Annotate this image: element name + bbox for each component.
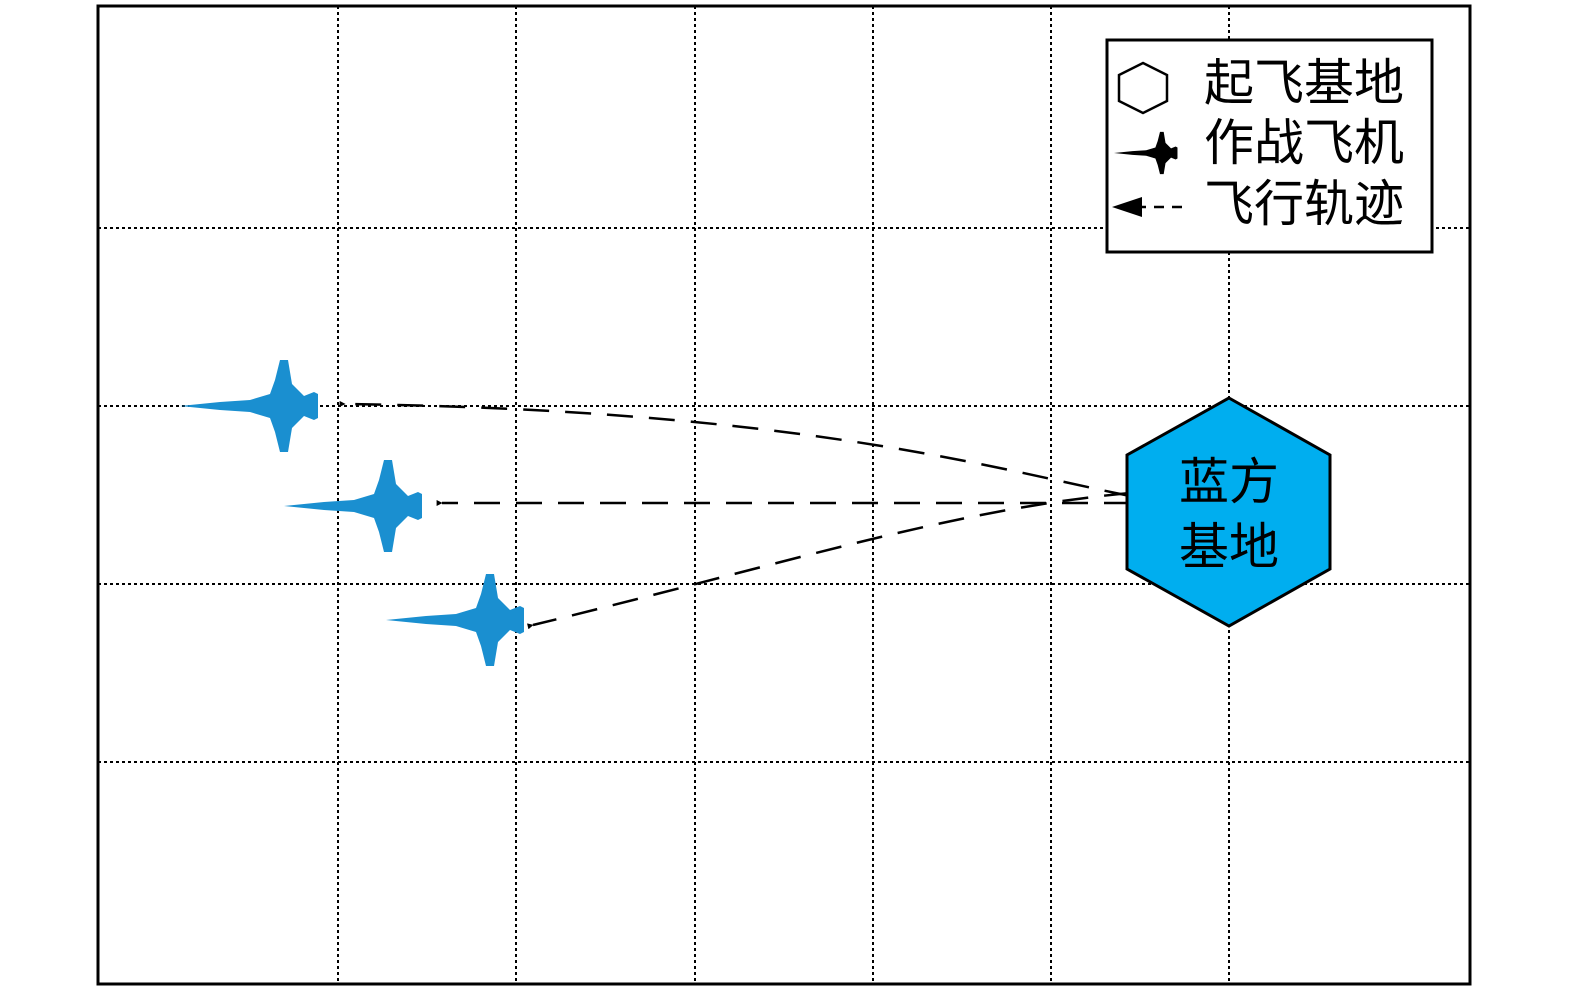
fighter-jet-icon bbox=[284, 460, 422, 552]
legend-label-track: 飞行轨迹 bbox=[1204, 175, 1404, 233]
plot-frame bbox=[96, 4, 1472, 986]
blue-base: 蓝方 基地 bbox=[1125, 396, 1332, 628]
dashed-arrow-icon bbox=[1112, 197, 1190, 217]
flight-tracks bbox=[339, 400, 1131, 630]
flight-track-1 bbox=[339, 400, 1131, 498]
fighter-jet-icon bbox=[180, 360, 318, 452]
hexagon-icon bbox=[1117, 61, 1169, 115]
legend: 起飞基地 作战飞机 飞行轨迹 bbox=[1105, 38, 1434, 254]
base-label-line2: 基地 bbox=[1179, 518, 1279, 576]
base-hexagon bbox=[1125, 396, 1332, 628]
fighter-jet-icon bbox=[386, 574, 524, 666]
base-label-line1: 蓝方 bbox=[1179, 453, 1279, 511]
legend-label-base: 起飞基地 bbox=[1204, 54, 1404, 112]
flight-track-3 bbox=[527, 491, 1131, 630]
grid bbox=[98, 6, 1470, 984]
legend-label-aircraft: 作战飞机 bbox=[1204, 114, 1404, 172]
